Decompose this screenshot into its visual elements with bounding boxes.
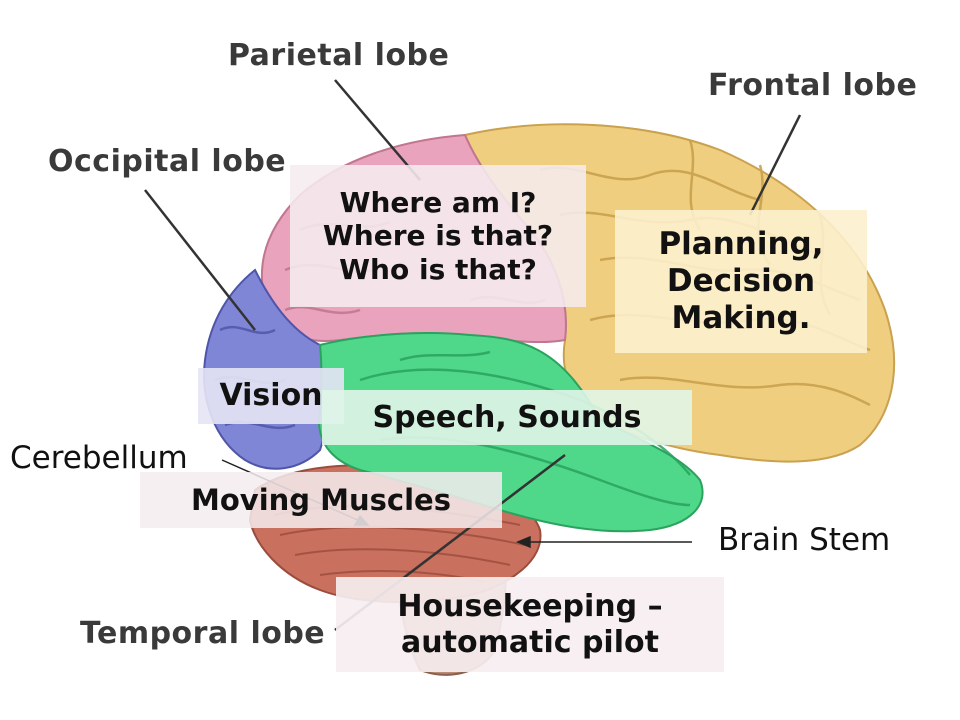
frontal-function-line: Making. <box>671 300 811 337</box>
frontal-leader-line <box>748 114 802 216</box>
parietal-function-line: Where am I? <box>339 185 537 219</box>
speech-sounds-label: Speech, Sounds <box>372 399 642 435</box>
frontal-function-box: Planning, Decision Making. <box>615 210 867 353</box>
frontal-function-line: Decision <box>666 262 816 299</box>
cerebellum-label: Cerebellum <box>10 440 188 476</box>
occipital-lobe-label: Occipital lobe <box>48 144 287 179</box>
parietal-function-line: Who is that? <box>339 252 537 286</box>
brain-stem-label: Brain Stem <box>718 522 891 558</box>
housekeeping-line: automatic pilot <box>401 624 659 660</box>
brain-stem-arrowhead <box>516 535 531 549</box>
vision-label: Vision <box>219 378 323 413</box>
moving-muscles-label: Moving Muscles <box>191 482 451 517</box>
parietal-leader-line <box>334 79 421 181</box>
occipital-leader-line <box>144 189 256 331</box>
frontal-function-line: Planning, <box>658 225 824 262</box>
temporal-function-box: Speech, Sounds <box>322 390 692 445</box>
housekeeping-line: Housekeeping – <box>397 588 663 624</box>
brain-stem-function-box: Housekeeping – automatic pilot <box>336 577 724 672</box>
occipital-function-box: Vision <box>198 368 344 424</box>
parietal-function-line: Where is that? <box>322 219 554 253</box>
parietal-lobe-label: Parietal lobe <box>228 38 450 73</box>
temporal-lobe-label: Temporal lobe <box>80 616 326 651</box>
parietal-function-box: Where am I? Where is that? Who is that? <box>290 165 586 307</box>
frontal-lobe-label: Frontal lobe <box>708 68 918 103</box>
cerebellum-function-box: Moving Muscles <box>140 472 502 528</box>
